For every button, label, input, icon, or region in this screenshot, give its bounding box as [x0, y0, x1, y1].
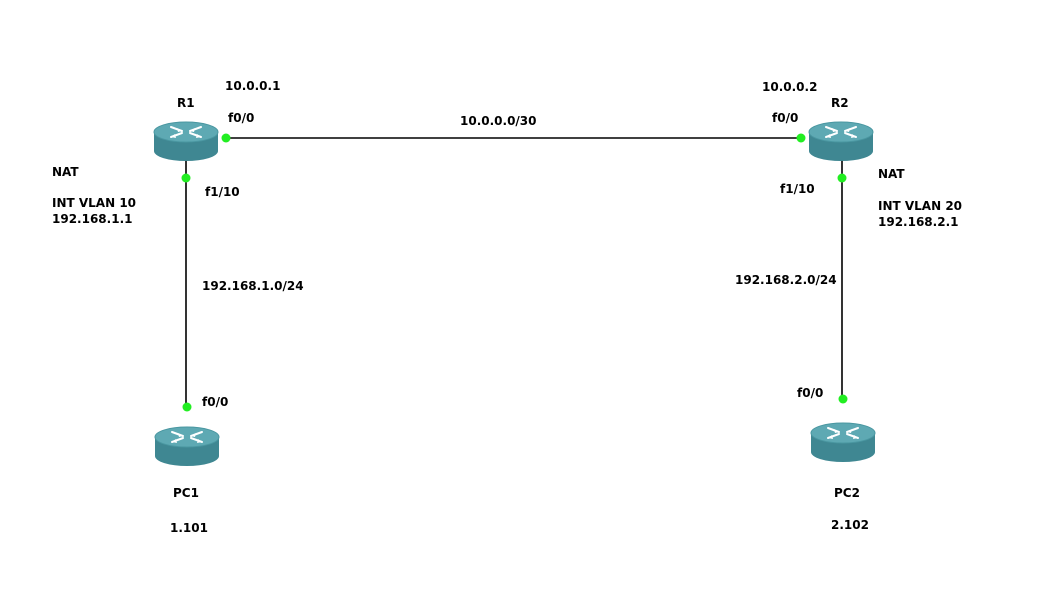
r1-vlan-ip-label: 192.168.1.1: [52, 212, 133, 226]
iface-label-pc2-f00: f0/0: [797, 386, 824, 400]
port-dot-r2-f00: [796, 133, 806, 143]
router-pc1-icon[interactable]: [154, 426, 220, 467]
node-label-pc1: PC1: [173, 486, 199, 500]
lan2-subnet-label: 192.168.2.0/24: [735, 273, 837, 287]
r2-wan-ip-label: 10.0.0.2: [762, 80, 818, 94]
iface-label-r1-f00: f0/0: [228, 111, 255, 125]
iface-label-r2-f110: f1/10: [780, 182, 815, 196]
r1-wan-ip-label: 10.0.0.1: [225, 79, 281, 93]
r1-vlan-label: INT VLAN 10: [52, 196, 137, 210]
wan-subnet-label: 10.0.0.0/30: [460, 114, 537, 128]
port-dot-r2-f110: [837, 173, 847, 183]
r2-vlan-label: INT VLAN 20: [878, 199, 963, 213]
node-label-r1: R1: [177, 96, 195, 110]
pc1-ip-label: 1.101: [170, 521, 208, 535]
iface-label-pc1-f00: f0/0: [202, 395, 229, 409]
port-dot-r1-f110: [181, 173, 191, 183]
port-dot-pc1-f00: [182, 402, 192, 412]
iface-label-r1-f110: f1/10: [205, 185, 240, 199]
port-dot-r1-f00: [221, 133, 231, 143]
node-label-pc2: PC2: [834, 486, 860, 500]
r2-vlan-ip-label: 192.168.2.1: [878, 215, 959, 229]
lan1-subnet-label: 192.168.1.0/24: [202, 279, 304, 293]
router-r2-icon[interactable]: [808, 121, 874, 162]
router-pc2-icon[interactable]: [810, 422, 876, 463]
router-r1-icon[interactable]: [153, 121, 219, 162]
node-label-r2: R2: [831, 96, 849, 110]
iface-label-r2-f00: f0/0: [772, 111, 799, 125]
pc2-ip-label: 2.102: [831, 518, 869, 532]
port-dot-pc2-f00: [838, 394, 848, 404]
r1-nat-label: NAT: [52, 165, 79, 179]
r2-nat-label: NAT: [878, 167, 905, 181]
